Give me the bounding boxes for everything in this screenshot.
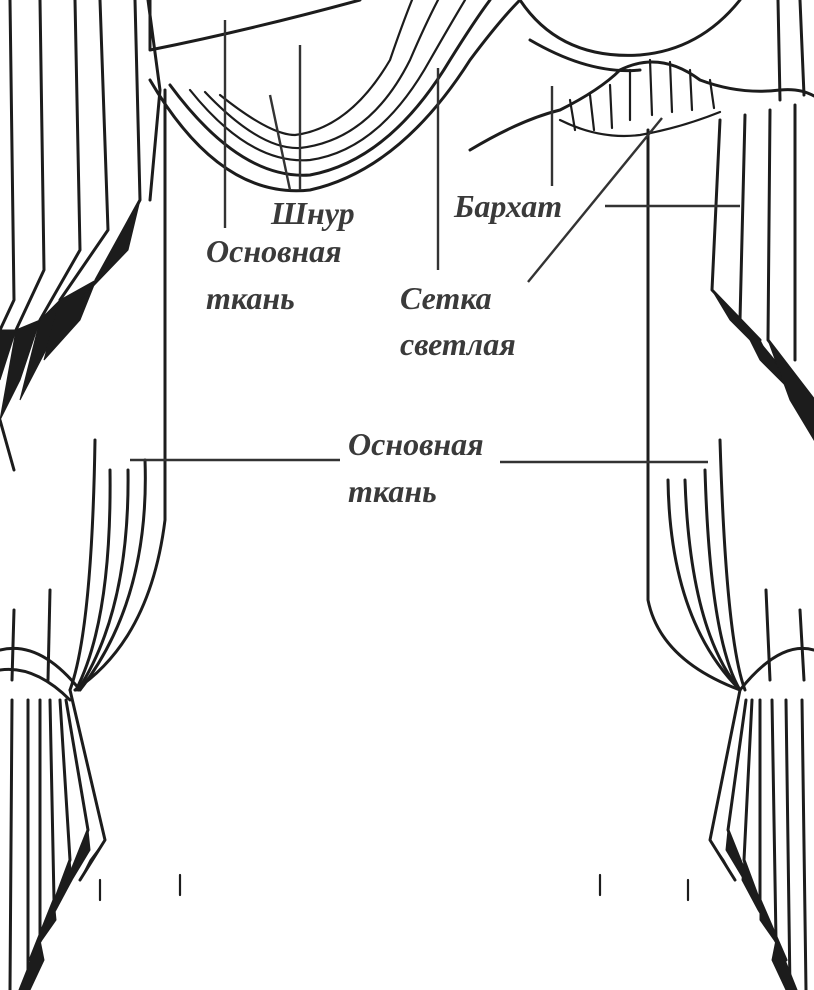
right-main-panel <box>646 128 814 990</box>
label-main-fabric-top-line2: ткань <box>206 280 295 316</box>
label-net-line2: светлая <box>400 326 516 362</box>
leader-net-diagonal <box>527 117 663 283</box>
right-outer-drape <box>710 0 814 441</box>
left-outer-drape <box>0 0 162 472</box>
label-net-line1: Сетка <box>400 280 492 316</box>
label-cord: Шнур <box>271 195 355 231</box>
leader-cord-a <box>268 94 292 191</box>
top-swag <box>148 0 814 193</box>
label-main-fabric-bottom-line2: ткань <box>348 473 437 509</box>
label-velvet: Бархат <box>454 188 563 224</box>
left-main-panel <box>0 88 167 990</box>
floor-marks <box>98 873 690 902</box>
label-main-fabric-top-line1: Основная <box>206 233 342 269</box>
leader-lines <box>130 20 740 464</box>
label-main-fabric-bottom-line1: Основная <box>348 426 484 462</box>
